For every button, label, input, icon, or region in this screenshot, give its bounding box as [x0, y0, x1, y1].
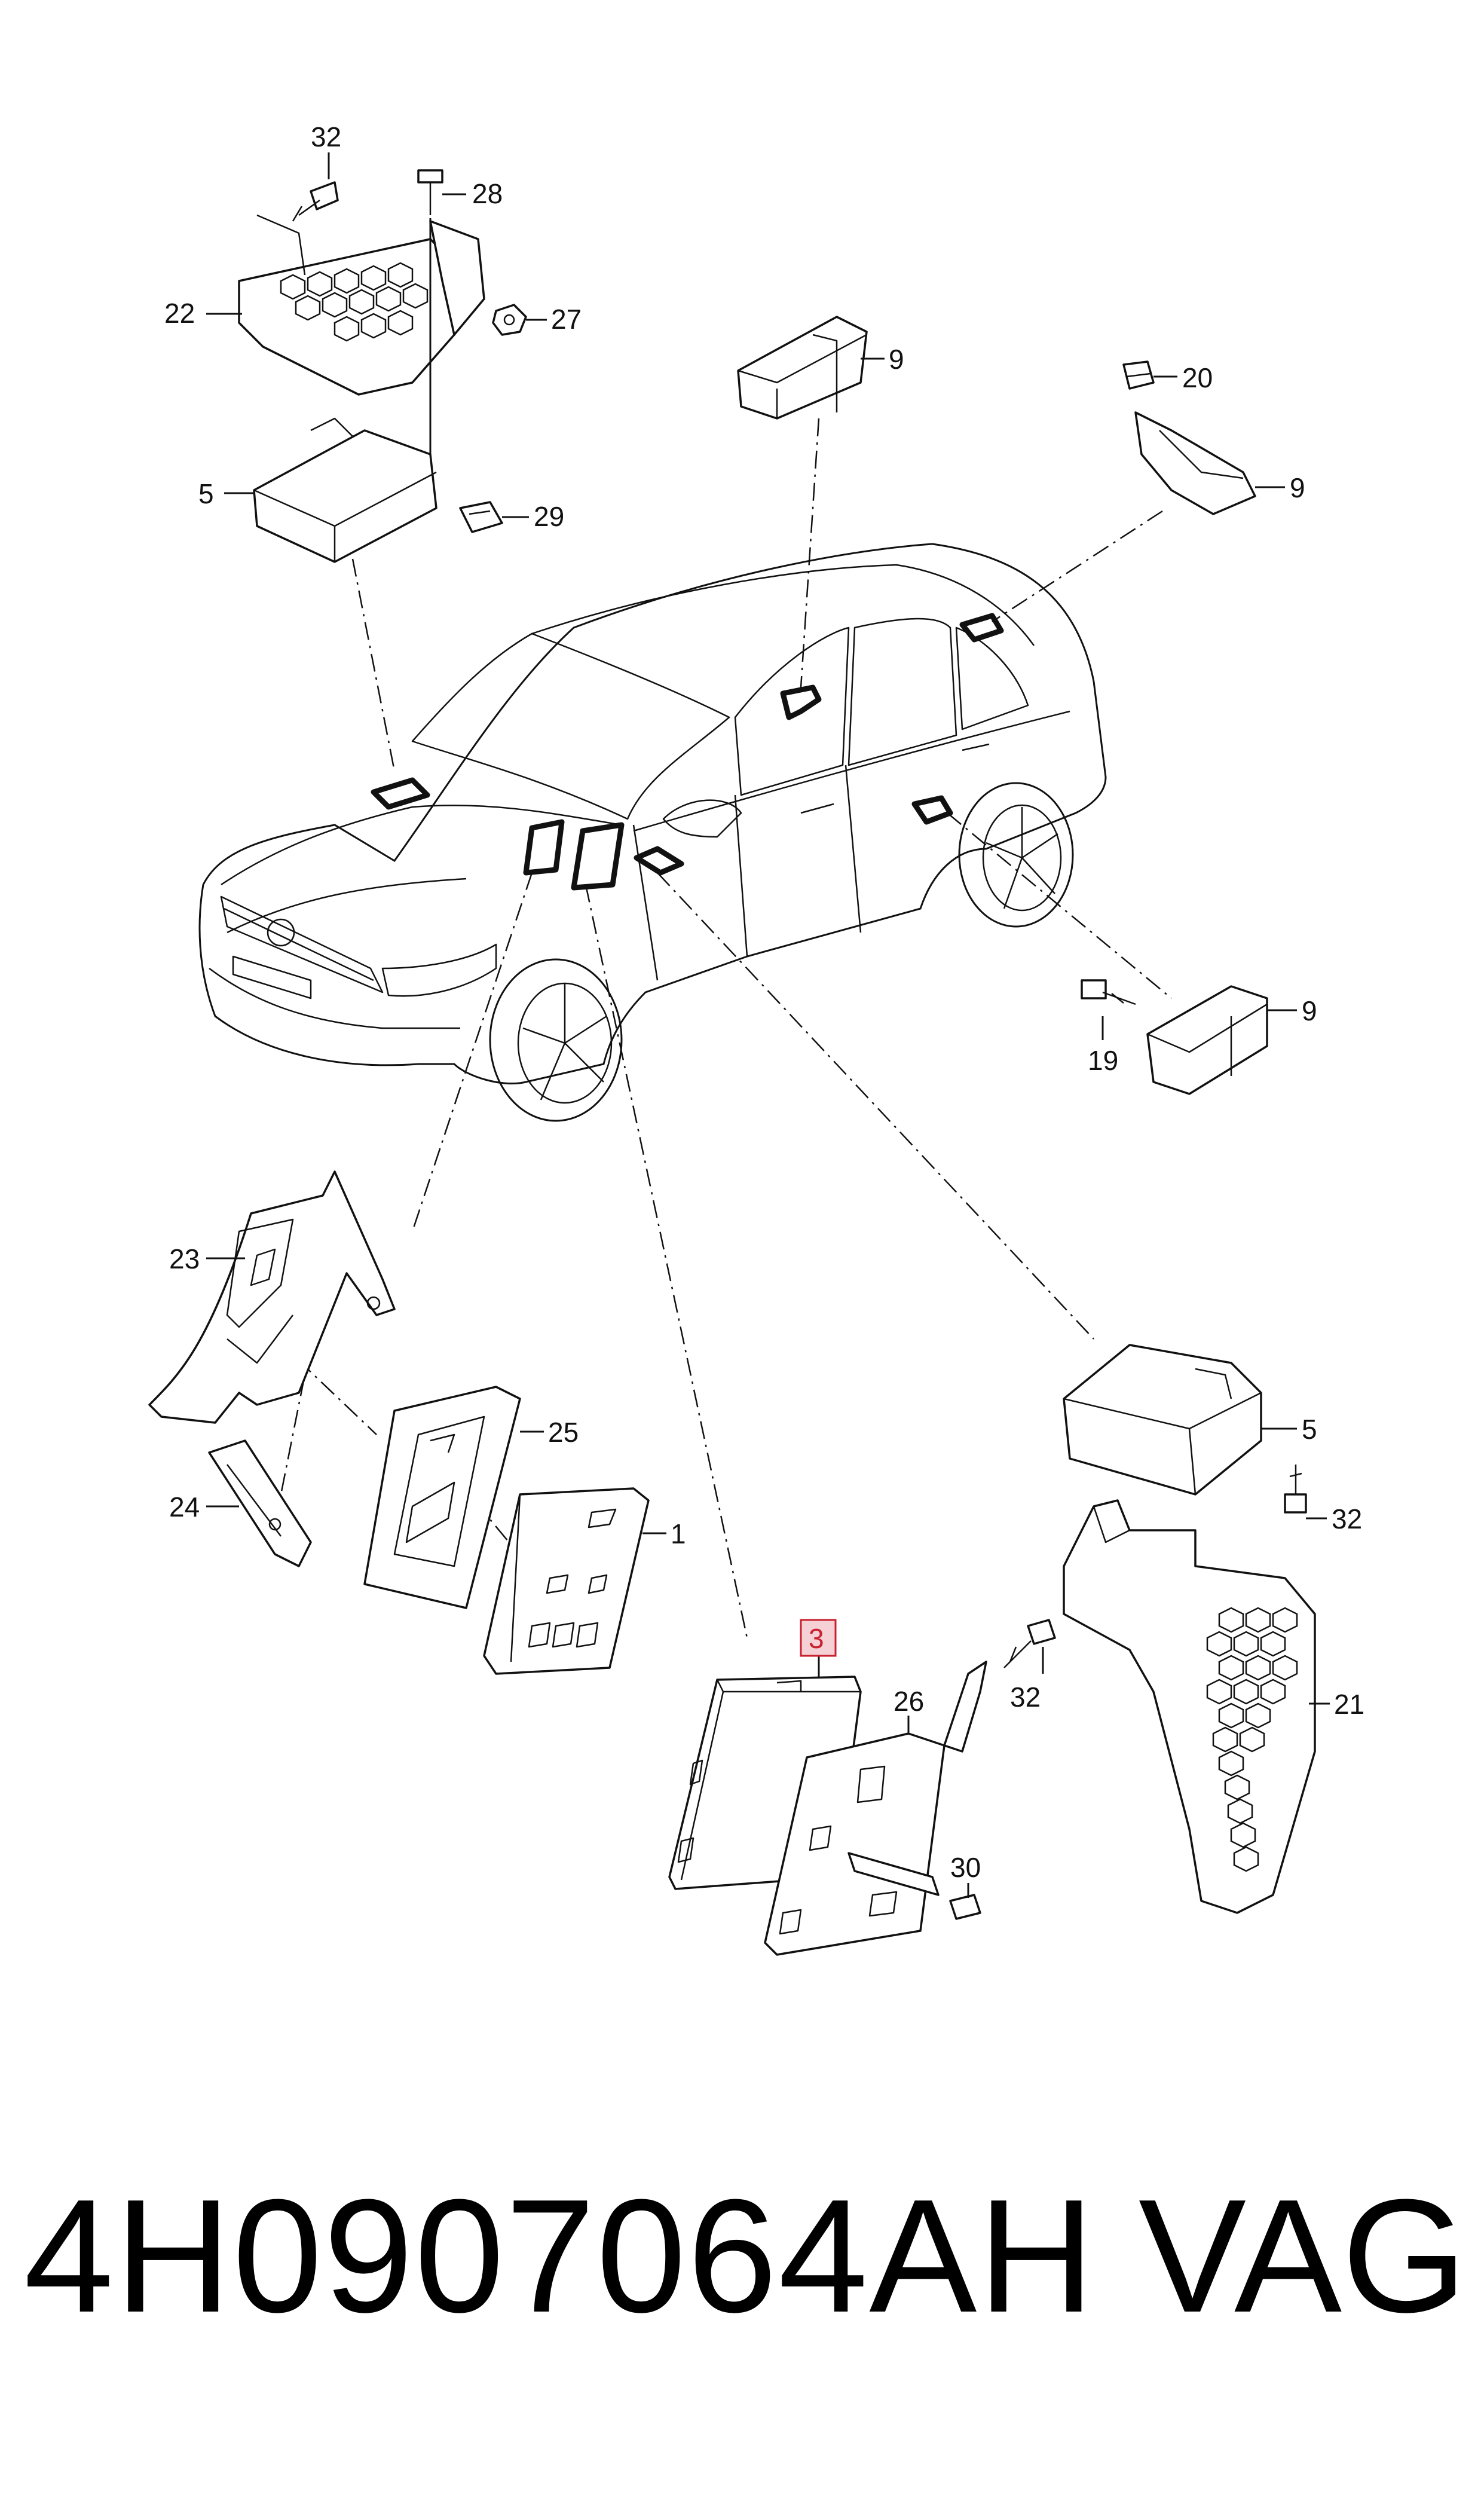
part-29-clip — [459, 501, 503, 533]
part-9-sensor-top-center — [737, 316, 868, 420]
part-9-sensor-top-right — [1134, 411, 1256, 515]
part-25-bracket — [363, 1386, 521, 1609]
callout-30: 30 — [950, 1852, 981, 1883]
callout-5-top: 5 — [198, 478, 214, 509]
part-19-screw — [1081, 979, 1136, 1005]
callout-32-mid: 32 — [1010, 1682, 1041, 1713]
callout-27: 27 — [551, 304, 582, 335]
callout-32-top: 32 — [311, 121, 341, 152]
callout-28: 28 — [472, 178, 503, 209]
callout-leaders — [206, 152, 1330, 1898]
callout-29: 29 — [534, 501, 564, 532]
part-26-bracket — [764, 1661, 987, 1956]
part-23-bracket — [148, 1170, 396, 1424]
callout-3-highlight — [800, 1619, 837, 1657]
callout-22: 22 — [164, 298, 195, 329]
part-5-module-right — [1063, 1344, 1262, 1496]
callout-25: 25 — [548, 1417, 579, 1448]
callout-9-top-right: 9 — [1290, 472, 1305, 503]
part-28-screw — [417, 169, 443, 484]
module-location-markers — [371, 613, 1004, 891]
callout-9-mid-right: 9 — [1302, 995, 1317, 1026]
part-9-sensor-mid-right — [1146, 985, 1268, 1095]
callout-26: 26 — [894, 1686, 924, 1717]
callout-5-right: 5 — [1302, 1414, 1317, 1445]
callout-23: 23 — [169, 1243, 200, 1274]
callout-19: 19 — [1088, 1045, 1118, 1076]
part-32-bolt-right — [1284, 1465, 1307, 1514]
part-1-module — [483, 1487, 650, 1675]
callout-21: 21 — [1334, 1689, 1364, 1720]
callout-20: 20 — [1182, 362, 1213, 393]
part-27-nut — [492, 304, 527, 336]
part-21-bracket — [1063, 1499, 1316, 1914]
part-20-nut — [1122, 360, 1155, 390]
part-32-bolt-mid — [1003, 1619, 1056, 1668]
part-22-bracket — [238, 214, 485, 396]
part-5-module-top — [253, 417, 437, 563]
brand-label: VAG — [1139, 2166, 1468, 2346]
part-24-bracket — [208, 1439, 312, 1567]
callout-1: 1 — [671, 1518, 686, 1549]
part-32-bolt-top — [292, 181, 339, 222]
part-number-label: 4H0907064AH — [24, 2166, 1096, 2346]
callout-32-right: 32 — [1332, 1503, 1362, 1534]
part-30-clip — [949, 1894, 981, 1920]
callout-24: 24 — [169, 1491, 200, 1523]
callout-9-top-center: 9 — [889, 344, 904, 375]
leader-lines — [250, 418, 1172, 1638]
callout-3: 3 — [809, 1623, 824, 1654]
callout-labels: 32 28 22 27 5 29 9 20 9 19 9 23 25 24 1 … — [164, 121, 1364, 1883]
